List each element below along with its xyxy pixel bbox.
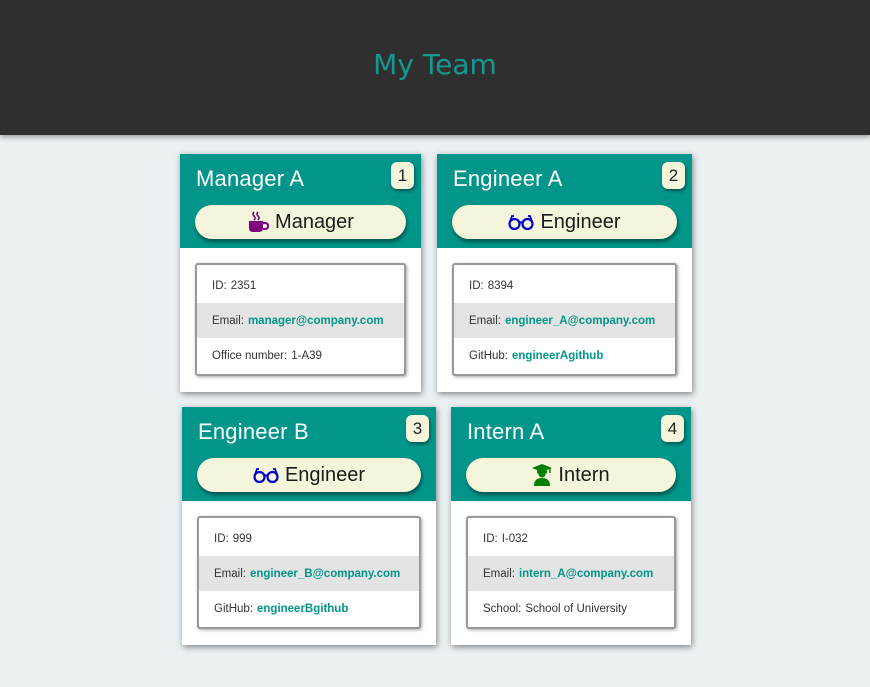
- team-card-manager-a: Manager A 1 Manager ID: 2351 Email: mana…: [180, 154, 421, 392]
- role-badge: Engineer: [452, 205, 677, 239]
- card-header: Manager A 1 Manager: [180, 154, 421, 248]
- info-row-email: Email: intern_A@company.com: [468, 556, 674, 591]
- card-name: Engineer A: [453, 166, 563, 191]
- card-header: Engineer A 2 Engineer: [437, 154, 692, 248]
- info-list: ID: 999 Email: engineer_B@company.com Gi…: [197, 516, 421, 629]
- info-row-email: Email: engineer_A@company.com: [454, 303, 675, 338]
- email-link[interactable]: manager@company.com: [247, 314, 384, 327]
- card-number-badge: 3: [406, 415, 429, 442]
- email-label: Email:: [483, 567, 515, 580]
- card-name: Intern A: [467, 419, 545, 444]
- glasses-icon: [253, 468, 279, 484]
- role-badge: Manager: [195, 205, 406, 239]
- role-label: Intern: [558, 463, 610, 486]
- info-row-id: ID: I-032: [468, 521, 674, 556]
- id-value: 8394: [487, 279, 514, 292]
- email-label: Email:: [214, 567, 246, 580]
- school-label: School:: [483, 602, 522, 615]
- info-list: ID: 8394 Email: engineer_A@company.com G…: [452, 263, 677, 376]
- email-link[interactable]: engineer_B@company.com: [249, 567, 401, 580]
- id-label: ID:: [469, 279, 484, 292]
- github-link[interactable]: engineerAgithub: [512, 349, 604, 362]
- coffee-icon: [249, 211, 270, 232]
- info-row-office: Office number: 1-A39: [197, 338, 404, 373]
- info-row-github: GitHub: engineerAgithub: [454, 338, 675, 373]
- card-number-badge: 4: [661, 415, 684, 442]
- info-list: ID: 2351 Email: manager@company.com Offi…: [195, 263, 406, 376]
- info-list: ID: I-032 Email: intern_A@company.com Sc…: [466, 516, 676, 629]
- info-row-email: Email: manager@company.com: [197, 303, 404, 338]
- email-label: Email:: [469, 314, 501, 327]
- github-label: GitHub:: [469, 349, 508, 362]
- card-number-badge: 1: [391, 162, 414, 189]
- id-label: ID:: [212, 279, 227, 292]
- id-value: I-032: [501, 532, 528, 545]
- role-label: Manager: [275, 210, 354, 233]
- page-header: My Team: [0, 0, 870, 135]
- role-badge: Intern: [466, 458, 676, 492]
- info-row-email: Email: engineer_B@company.com: [199, 556, 419, 591]
- info-row-id: ID: 8394: [454, 268, 675, 303]
- card-name: Engineer B: [198, 419, 309, 444]
- graduate-icon: [532, 464, 553, 486]
- info-row-github: GitHub: engineerBgithub: [199, 591, 419, 626]
- page-title: My Team: [373, 48, 497, 81]
- email-label: Email:: [212, 314, 244, 327]
- id-value: 2351: [230, 279, 257, 292]
- info-row-school: School: School of University: [468, 591, 674, 626]
- id-value: 999: [232, 532, 252, 545]
- glasses-icon: [508, 215, 535, 231]
- id-label: ID:: [483, 532, 498, 545]
- role-badge: Engineer: [197, 458, 421, 492]
- id-label: ID:: [214, 532, 229, 545]
- office-label: Office number:: [212, 349, 288, 362]
- github-label: GitHub:: [214, 602, 253, 615]
- office-value: 1-A39: [291, 349, 322, 362]
- team-card-intern-a: Intern A 4 Intern ID: I-032 Email: inter…: [451, 407, 691, 645]
- github-link[interactable]: engineerBgithub: [257, 602, 349, 615]
- email-link[interactable]: engineer_A@company.com: [504, 314, 656, 327]
- school-value: School of University: [525, 602, 627, 615]
- role-label: Engineer: [540, 210, 621, 233]
- info-row-id: ID: 999: [199, 521, 419, 556]
- role-label: Engineer: [284, 463, 366, 486]
- card-header: Intern A 4 Intern: [451, 407, 691, 501]
- team-card-engineer-b: Engineer B 3 Engineer ID: 999 Email: eng…: [182, 407, 436, 645]
- card-name: Manager A: [196, 166, 305, 191]
- info-row-id: ID: 2351: [197, 268, 404, 303]
- card-header: Engineer B 3 Engineer: [182, 407, 436, 501]
- email-link[interactable]: intern_A@company.com: [518, 567, 654, 580]
- card-number-badge: 2: [662, 162, 685, 189]
- team-card-engineer-a: Engineer A 2 Engineer ID: 8394 Email: en…: [437, 154, 692, 392]
